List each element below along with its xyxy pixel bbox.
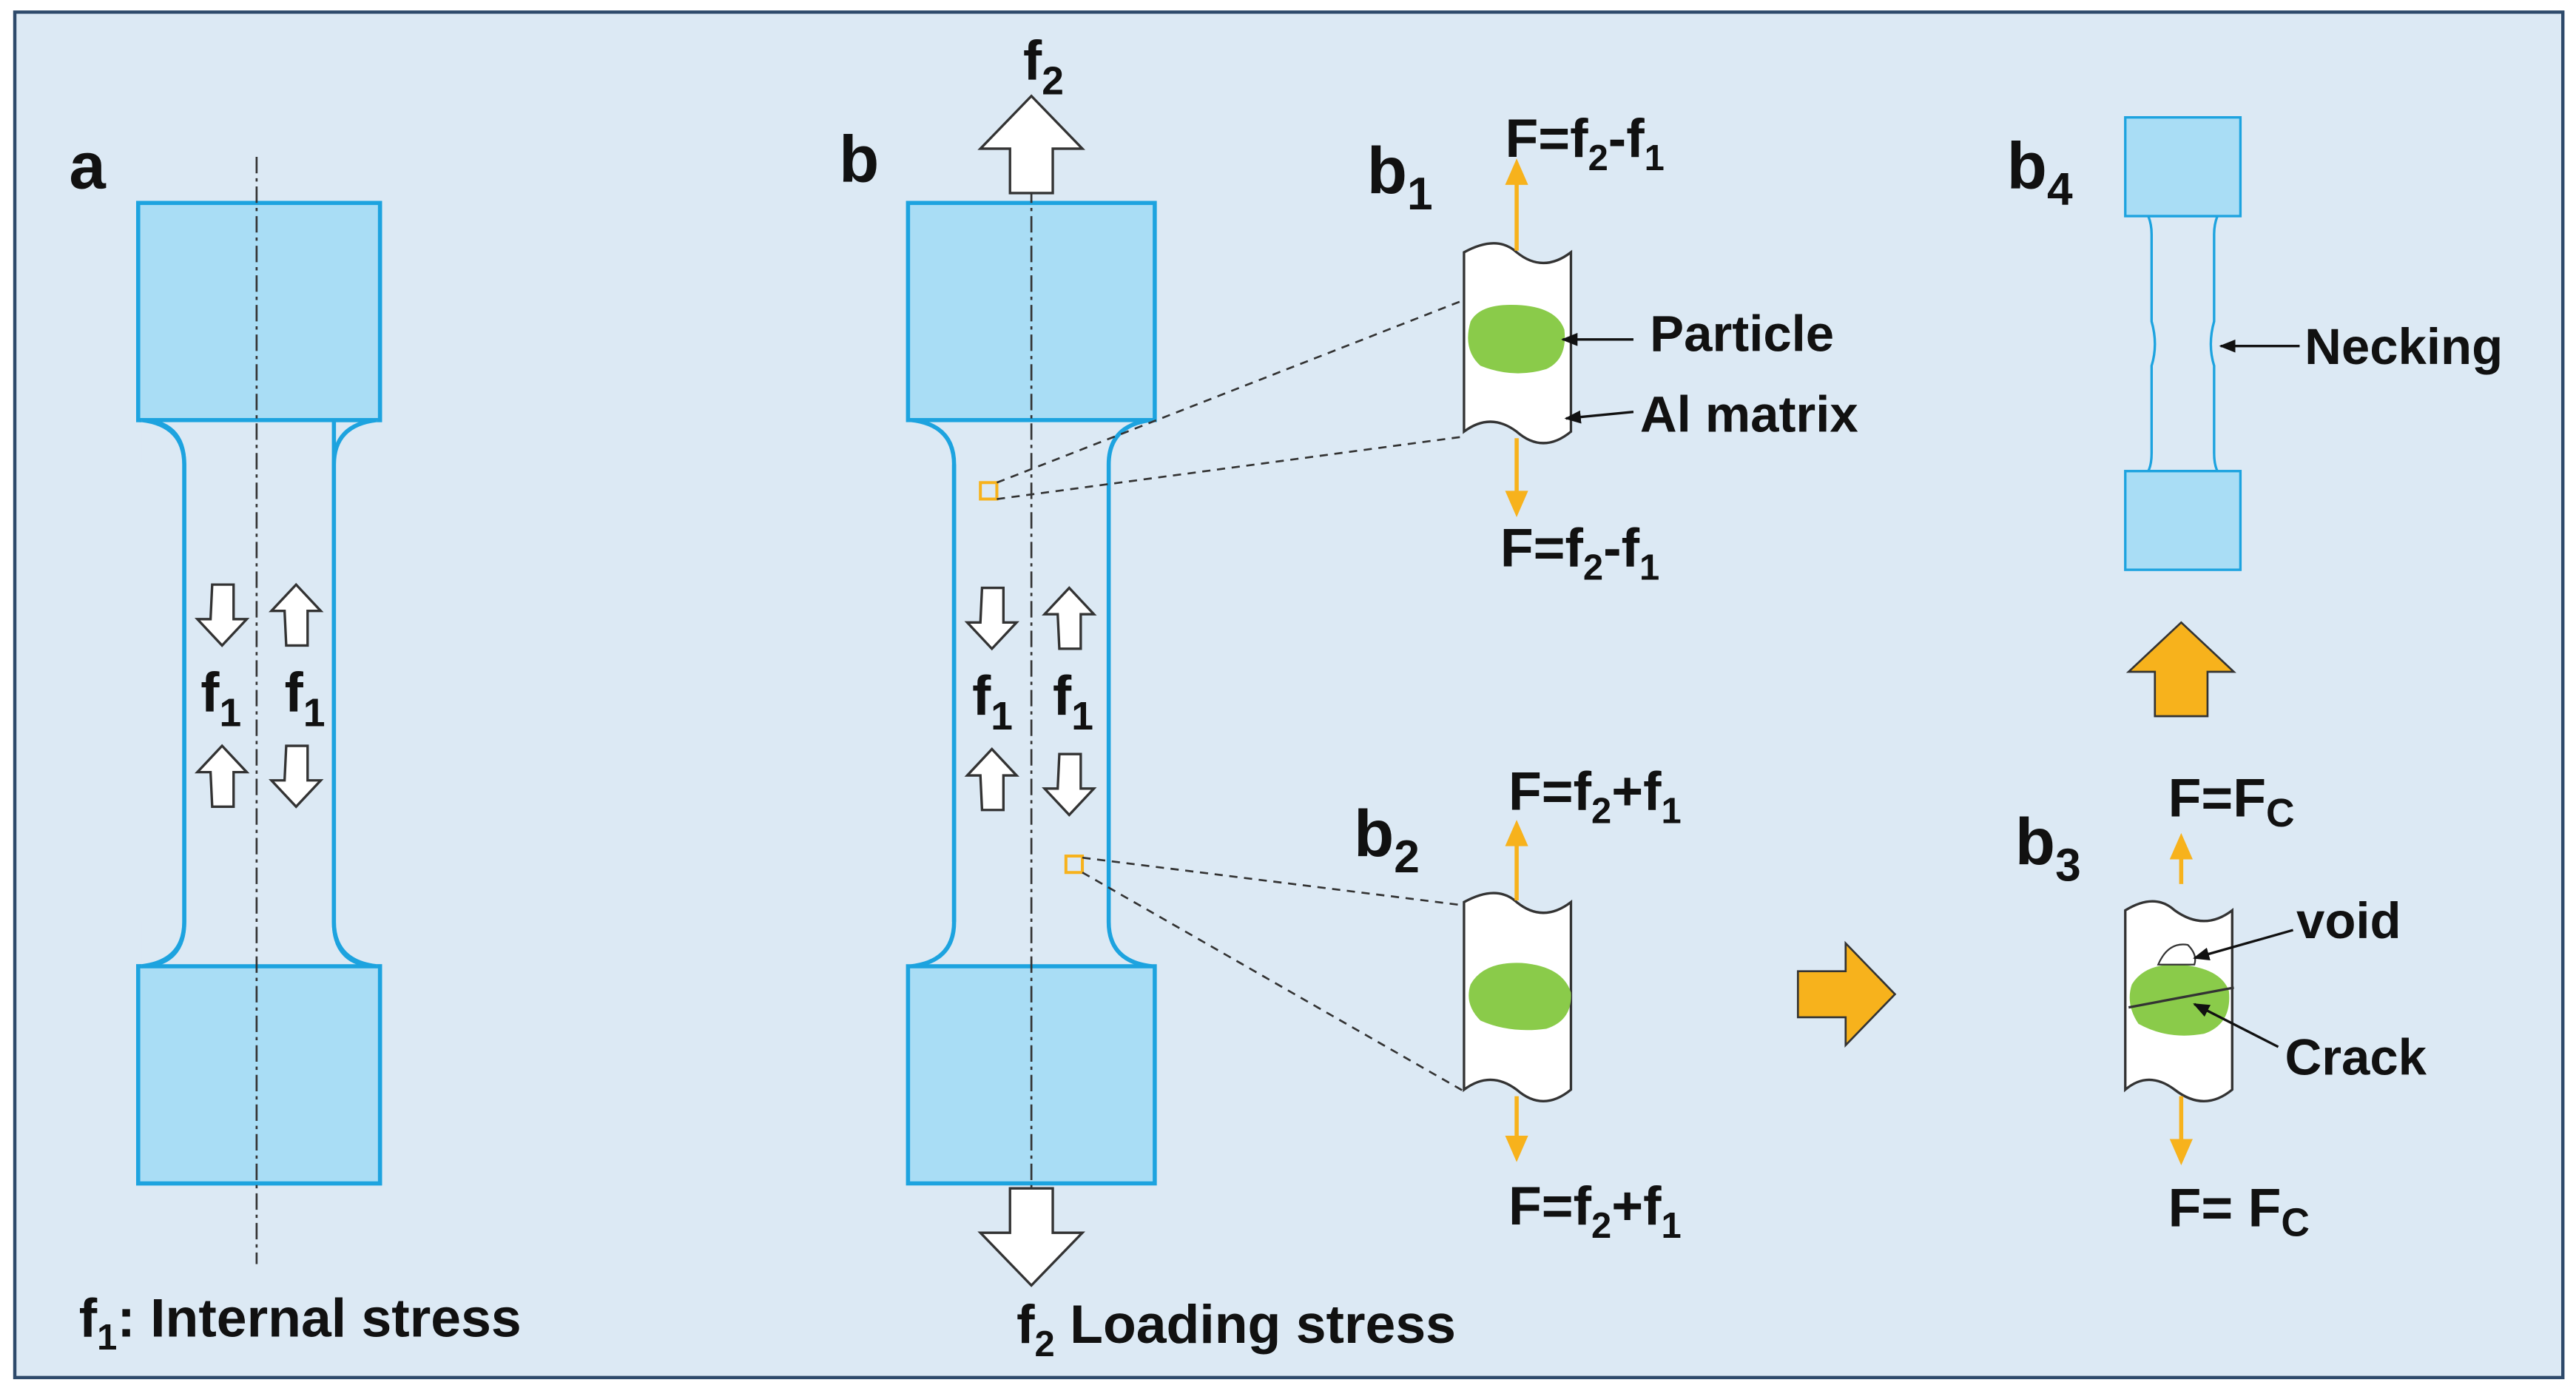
down-hollow-arrow-icon: [977, 1187, 1085, 1287]
caption-internal-stress: f1: Internal stress: [79, 1287, 522, 1358]
svg-text:f2: f2: [1023, 30, 1064, 104]
specimen-a: [135, 157, 382, 1264]
svg-text:b4: b4: [2007, 128, 2073, 215]
svg-text:F= FC: F= FC: [2168, 1177, 2310, 1244]
element-b1: Particle Al matrix F=f2-f1 F=f2-f1 b1: [1367, 108, 1858, 587]
down-hollow-arrow-icon: [1042, 752, 1097, 817]
element-b3: void Crack F=FC F= FC b3: [2015, 768, 2427, 1245]
particle: [2129, 964, 2230, 1036]
down-hollow-arrow-icon: [964, 586, 1019, 651]
svg-text:F=FC: F=FC: [2168, 768, 2295, 835]
loading-arrows-b: f2: [977, 30, 1085, 1287]
zoom-marker-lower: [1064, 855, 1085, 875]
up-hollow-arrow-icon: [1042, 586, 1097, 650]
right-orange-arrow-icon: [1796, 940, 1897, 1048]
svg-text:f1: f1: [972, 665, 1013, 738]
down-force-arrow-icon: [1505, 1136, 1528, 1162]
label-al-matrix: Al matrix: [1640, 385, 1858, 442]
up-hollow-arrow-icon: [964, 747, 1019, 812]
svg-text:F=f2+f1: F=f2+f1: [1508, 761, 1682, 832]
panel-label-a: a: [69, 128, 107, 202]
label-crack: Crack: [2285, 1029, 2427, 1086]
internal-stress-arrows-a: f1 f1: [194, 582, 326, 809]
svg-text:f1: f1: [200, 661, 241, 735]
zoom-marker-upper: [979, 481, 999, 501]
svg-text:f1: f1: [1053, 665, 1093, 738]
caption-loading-stress: f2 Loading stress: [1016, 1294, 1456, 1364]
specimen-b4: Necking b4: [2007, 115, 2503, 571]
svg-text:F=f2-f1: F=f2-f1: [1506, 108, 1665, 178]
up-force-arrow-icon: [1505, 820, 1528, 846]
zoom-lines: [996, 299, 1465, 1093]
down-force-arrow-icon: [2169, 1139, 2193, 1166]
down-hollow-arrow-icon: [269, 744, 324, 809]
down-force-arrow-icon: [1505, 491, 1528, 517]
internal-stress-arrows-b: f1 f1: [964, 586, 1097, 817]
up-force-arrow-icon: [2169, 832, 2193, 860]
crack-line: [2128, 986, 2234, 1009]
svg-text:F=f2+f1: F=f2+f1: [1508, 1176, 1682, 1246]
up-orange-arrow-icon: [2125, 621, 2236, 718]
down-hollow-arrow-icon: [194, 583, 250, 647]
up-hollow-arrow-icon: [194, 744, 250, 808]
void: [2157, 943, 2196, 966]
svg-text:b1: b1: [1367, 133, 1433, 220]
label-particle: Particle: [1650, 305, 1834, 362]
svg-text:F=f2-f1: F=f2-f1: [1500, 518, 1659, 588]
particle: [1468, 304, 1565, 374]
svg-text:b2: b2: [1354, 796, 1420, 883]
label-void: void: [2296, 892, 2401, 949]
svg-text:b3: b3: [2015, 804, 2081, 891]
specimen-b: [906, 157, 1157, 1235]
panel-label-b: b: [839, 121, 879, 195]
f-symbol: f: [200, 661, 220, 724]
svg-text:f1: f1: [285, 661, 326, 735]
up-force-arrow-icon: [1505, 158, 1528, 185]
element-b2: F=f2+f1 F=f2+f1 b2: [1354, 761, 1682, 1246]
particle: [1469, 963, 1571, 1031]
up-hollow-arrow-icon: [977, 94, 1085, 195]
panel-background: [13, 10, 2565, 1380]
up-hollow-arrow-icon: [269, 582, 324, 647]
label-necking: Necking: [2304, 318, 2503, 375]
